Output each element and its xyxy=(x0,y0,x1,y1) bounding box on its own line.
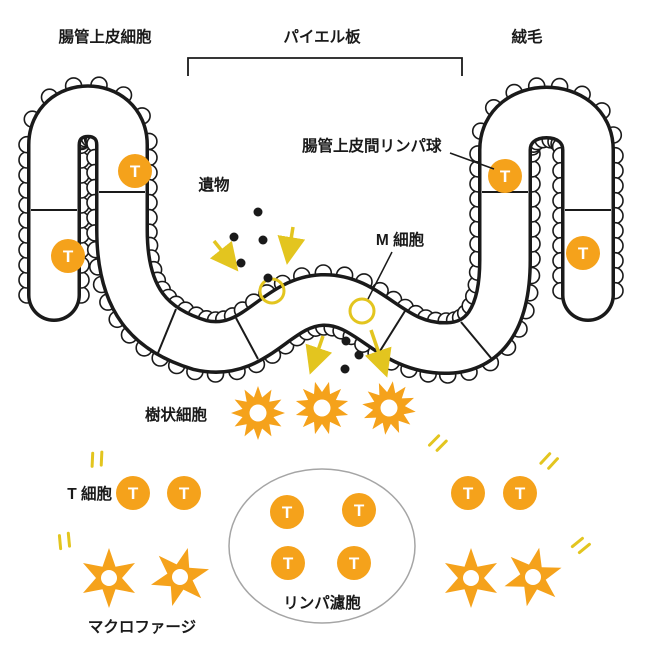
dendritic-cell xyxy=(231,386,285,440)
t-cell-body xyxy=(337,546,371,580)
macrophage xyxy=(445,548,497,608)
t-cell: T xyxy=(566,236,600,270)
dendritic-cells xyxy=(231,381,416,440)
iel-pointer-line xyxy=(449,152,495,170)
arrow-into-m-cell xyxy=(209,239,239,272)
t-cell: T xyxy=(116,476,150,510)
t-cell-letter: T xyxy=(515,484,526,503)
t-cell-letter: T xyxy=(354,501,365,520)
dendritic-cell xyxy=(362,381,416,435)
antigen-dot xyxy=(258,235,268,245)
dendritic-cell-center xyxy=(380,399,398,417)
motion-mark xyxy=(428,434,448,452)
motion-mark xyxy=(57,531,72,551)
motion-mark xyxy=(90,450,104,468)
label-peyers-patch: パイエル板 xyxy=(283,27,361,46)
antigen-dot xyxy=(340,364,350,374)
t-cell: T xyxy=(342,493,376,527)
label-foreign-matter: 遺物 xyxy=(197,175,230,194)
t-cell-letter: T xyxy=(130,162,141,181)
antigen-dot xyxy=(354,350,364,360)
antigen-dot xyxy=(253,207,263,217)
division-line xyxy=(460,321,492,359)
label-epithelial-cells: 腸管上皮細胞 xyxy=(58,27,152,46)
macrophage xyxy=(83,548,135,608)
cell-division-lines xyxy=(31,191,611,360)
antigen-dot xyxy=(341,336,351,346)
t-cell-letter: T xyxy=(463,484,474,503)
label-villus: 絨毛 xyxy=(511,27,543,46)
t-cell-letter: T xyxy=(349,554,360,573)
follicle-t-cells: T T T T xyxy=(270,493,376,580)
arrow-out-of-m-cell xyxy=(305,335,333,375)
dendritic-cell xyxy=(295,381,349,435)
division-line xyxy=(157,308,177,354)
t-cell: T xyxy=(270,495,304,529)
t-cell-body xyxy=(451,476,485,510)
t-cell: T xyxy=(118,154,152,188)
macrophage-center xyxy=(525,569,541,585)
t-cell-body xyxy=(51,239,85,273)
epithelium-body xyxy=(30,87,612,372)
motion-marks xyxy=(57,434,591,555)
motion-mark xyxy=(539,452,559,470)
t-cell-body xyxy=(271,546,305,580)
division-line xyxy=(379,310,406,352)
t-cell-letter: T xyxy=(578,244,589,263)
t-cell-body xyxy=(488,159,522,193)
macrophage xyxy=(151,548,209,606)
arrow-into-m-cell xyxy=(277,226,306,265)
t-cell-letter: T xyxy=(282,503,293,522)
t-cell-letter: T xyxy=(500,167,511,186)
label-t-cell: T 細胞 xyxy=(67,484,112,503)
foreign-matter-dots xyxy=(229,207,364,374)
t-cell: T xyxy=(451,476,485,510)
t-cell: T xyxy=(503,476,537,510)
macrophage-center xyxy=(172,569,188,585)
t-cell-body xyxy=(118,154,152,188)
label-macrophage: マクロファージ xyxy=(88,618,197,636)
macrophage xyxy=(504,547,562,607)
dendritic-cell-center xyxy=(313,399,331,417)
t-cell-body xyxy=(270,495,304,529)
m-cell-ring xyxy=(348,297,376,325)
antigen-dot xyxy=(263,273,273,283)
t-cell-body xyxy=(167,476,201,510)
division-line xyxy=(235,317,259,360)
transport-arrows xyxy=(209,226,392,378)
t-cell-letter: T xyxy=(283,554,294,573)
t-cell-letter: T xyxy=(63,247,74,266)
t-cell: T xyxy=(488,159,522,193)
t-cell-letter: T xyxy=(179,484,190,503)
t-cell-body xyxy=(566,236,600,270)
t-cell-letter: T xyxy=(128,484,139,503)
antigen-dot xyxy=(236,258,246,268)
t-cell: T xyxy=(51,239,85,273)
intraepithelial-t-cells: T T T T xyxy=(51,154,600,273)
antigen-dot xyxy=(229,232,239,242)
t-cell-body xyxy=(342,493,376,527)
label-m-cell: M 細胞 xyxy=(376,230,425,249)
label-lymphoid-follicle: リンパ濾胞 xyxy=(283,593,361,612)
label-dendritic-cell: 樹状細胞 xyxy=(145,405,208,424)
m-cell-pointer-line xyxy=(367,251,393,300)
arrow-out-of-m-cell xyxy=(364,329,392,378)
dendritic-cell-center xyxy=(249,404,267,422)
t-cell-body xyxy=(116,476,150,510)
free-t-cells: T T T T xyxy=(116,476,537,510)
t-cell: T xyxy=(271,546,305,580)
label-intraepithelial-lymphocyte: 腸管上皮間リンパ球 xyxy=(302,136,442,155)
macrophages xyxy=(83,547,562,608)
macrophage-center xyxy=(463,570,479,586)
t-cell-body xyxy=(503,476,537,510)
t-cell: T xyxy=(167,476,201,510)
motion-mark xyxy=(570,536,591,555)
macrophage-center xyxy=(101,570,117,586)
peyers-patch-bracket xyxy=(187,57,463,76)
t-cell: T xyxy=(337,546,371,580)
